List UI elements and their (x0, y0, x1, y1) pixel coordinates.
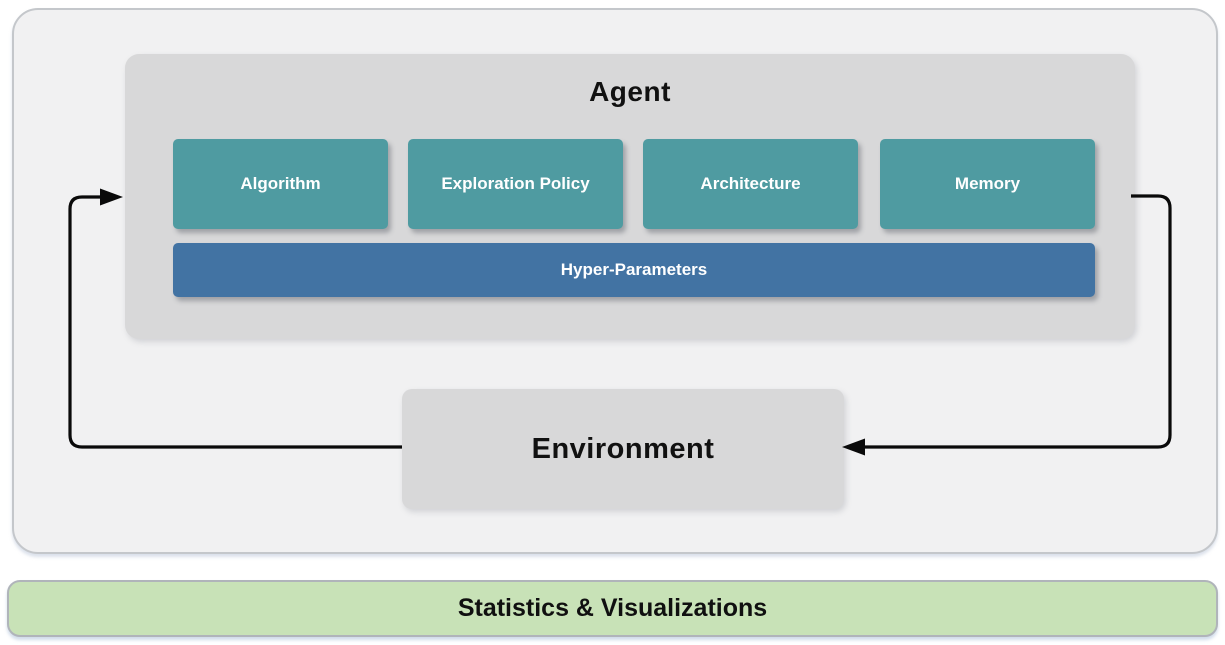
hyper-parameters-bar: Hyper-Parameters (173, 243, 1095, 297)
agent-component-exploration-policy: Exploration Policy (408, 139, 623, 229)
agent-component-memory: Memory (880, 139, 1095, 229)
agent-component-algorithm: Algorithm (173, 139, 388, 229)
training-loop-container: Agent Algorithm Exploration Policy Archi… (12, 8, 1218, 554)
environment-box: Environment (402, 389, 844, 509)
agent-component-architecture: Architecture (643, 139, 858, 229)
agent-box: Agent Algorithm Exploration Policy Archi… (125, 54, 1135, 339)
statistics-visualizations-bar: Statistics & Visualizations (7, 580, 1218, 637)
agent-title: Agent (589, 76, 671, 107)
